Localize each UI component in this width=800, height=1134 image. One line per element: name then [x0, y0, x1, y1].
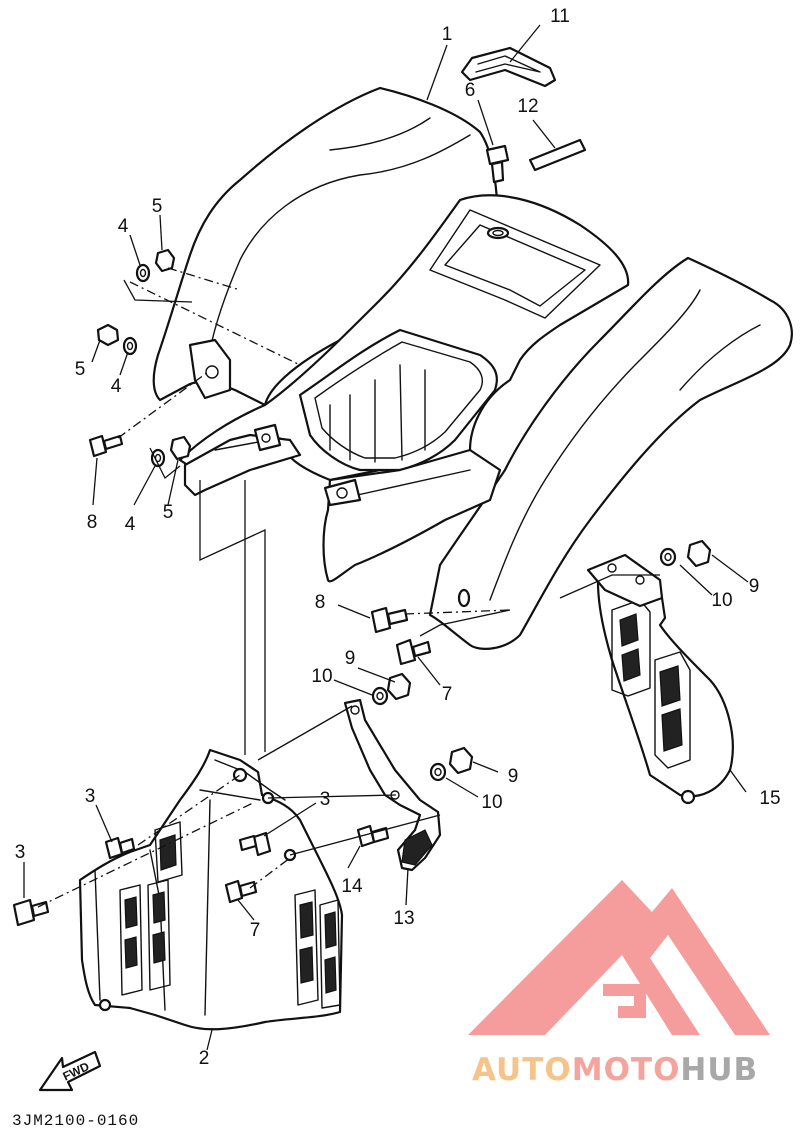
- hardware-fasteners: [12, 248, 712, 927]
- watermark-hub: HUB: [680, 1052, 759, 1088]
- reference-code: 3JM2100-0160: [12, 1112, 140, 1130]
- mud-flap-part-15: [596, 568, 734, 805]
- callout-13: 13: [393, 908, 414, 929]
- label-part-12: [528, 138, 587, 172]
- bolt-part-6: [485, 144, 510, 184]
- watermark-logo: [468, 880, 770, 1035]
- callout-6: 6: [465, 80, 476, 101]
- bracket-part-13: [343, 698, 442, 872]
- callout-4c: 4: [125, 514, 136, 535]
- rear-fender-part-1: [152, 86, 793, 650]
- callout-9b: 9: [345, 648, 356, 669]
- callout-5b: 5: [75, 359, 86, 380]
- callout-7b: 7: [250, 920, 261, 941]
- fwd-arrow-icon: FWD: [38, 1050, 102, 1092]
- callout-14: 14: [341, 876, 363, 897]
- callout-8b: 8: [315, 592, 326, 613]
- callout-10b: 10: [311, 666, 332, 687]
- callout-9c: 9: [508, 766, 519, 787]
- callout-4a: 4: [118, 216, 129, 237]
- callout-labels: 1 2 3 3 3 4 4 4 5 5 5 6 7 7 8 8 9 9 9 10…: [15, 6, 781, 1069]
- callout-1: 1: [442, 24, 453, 45]
- watermark-moto: MOTO: [571, 1052, 681, 1088]
- callout-10c: 10: [481, 792, 502, 813]
- callout-5c: 5: [163, 502, 174, 523]
- callout-10a: 10: [711, 590, 732, 611]
- callout-12: 12: [517, 96, 538, 117]
- callout-3a: 3: [85, 786, 96, 807]
- callout-9a: 9: [749, 576, 760, 597]
- callout-5a: 5: [152, 196, 163, 217]
- callout-8a: 8: [87, 512, 98, 533]
- callout-3c: 3: [15, 842, 26, 863]
- callout-15: 15: [759, 788, 780, 809]
- watermark-auto: AUTO: [472, 1052, 572, 1088]
- leader-lines: [23, 24, 749, 1051]
- rubber-band-part-11: [460, 46, 557, 88]
- fwd-label: FWD: [61, 1059, 92, 1083]
- mud-guard-part-2: [78, 748, 344, 1031]
- callout-2: 2: [199, 1048, 210, 1069]
- callout-7a: 7: [442, 684, 453, 705]
- callout-3b: 3: [320, 789, 331, 810]
- callout-4b: 4: [111, 376, 122, 397]
- watermark-text: AUTOMOTOHUB: [472, 1052, 758, 1088]
- callout-11: 11: [550, 6, 570, 27]
